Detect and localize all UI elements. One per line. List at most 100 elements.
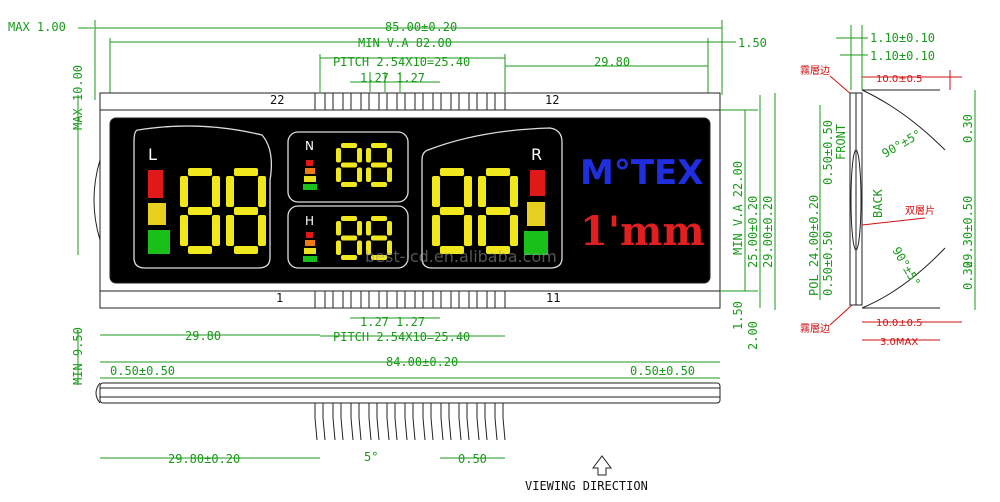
right-label: R <box>531 145 542 164</box>
segment <box>336 240 341 255</box>
side-t110a: 1.10±0.10 <box>870 31 935 45</box>
segment <box>387 221 392 236</box>
dim-max-1: MAX 1.00 <box>8 20 66 34</box>
segment <box>371 235 387 241</box>
segment <box>440 207 464 215</box>
dim-right-050: 0.50±0.50 <box>630 364 695 378</box>
side-t10b: 10.0±0.5 <box>876 318 923 329</box>
side-pin <box>440 403 452 441</box>
segment <box>440 246 464 254</box>
pin-top <box>404 92 416 111</box>
segment <box>440 168 464 176</box>
dim-min-va: MIN V.A 82.00 <box>358 36 452 50</box>
segment <box>357 167 362 182</box>
pins-top <box>314 92 506 111</box>
display-content: L R N H M°TEX 1'mm best-lcd.en.alibaba.c… <box>133 125 705 269</box>
side-pin <box>332 403 344 441</box>
pin-bottom <box>332 290 344 309</box>
pin-bottom <box>350 290 362 309</box>
segment <box>341 255 357 260</box>
segment <box>510 215 518 246</box>
segment <box>180 176 188 207</box>
segment <box>226 176 234 207</box>
pin-1-label: 1 <box>276 291 283 305</box>
segment <box>486 246 510 254</box>
segment <box>387 240 392 255</box>
segment <box>432 215 440 246</box>
segment <box>336 148 341 163</box>
dim-left-2980-bot: 29.80 <box>185 329 221 343</box>
segment <box>226 215 234 246</box>
segment <box>366 221 371 236</box>
top-dimensions: MAX 1.00 85.00±0.20 MIN V.A 82.00 1.50 P… <box>8 20 767 255</box>
pins-bottom <box>314 290 506 309</box>
pin-top <box>386 92 398 111</box>
dim-pitch-127-top: 1.27 1.27 <box>360 71 425 85</box>
side-angle-top: 90°±5° <box>880 127 925 161</box>
side-pol: POL 24.00±0.20 <box>807 195 821 296</box>
side-back: BACK <box>871 188 885 218</box>
pin-top <box>314 92 326 111</box>
h-digits <box>336 216 392 260</box>
h-panel-frame <box>287 205 409 269</box>
side-pin <box>422 403 434 441</box>
pin-top <box>332 92 344 111</box>
segment <box>357 240 362 255</box>
pin-top <box>350 92 362 111</box>
pin-bottom <box>386 290 398 309</box>
segment <box>188 246 212 254</box>
segment <box>464 176 472 207</box>
segment <box>486 168 510 176</box>
h-label: H <box>305 214 314 228</box>
dim-right-150-bot: 1.50 <box>731 301 745 330</box>
brand-mm: 1'mm <box>580 208 705 255</box>
side-pin <box>314 403 326 441</box>
dim-h-25: 25.00±0.20 <box>746 196 760 268</box>
dim-right-200-bot: 2.00 <box>746 321 760 350</box>
pin-11-label: 11 <box>546 291 560 305</box>
segment <box>212 215 220 246</box>
pin-top <box>458 92 470 111</box>
dim-pin-050: 0.50 <box>458 452 487 466</box>
side-h030b: 0.30 <box>961 261 975 290</box>
right-panel-frame <box>421 127 563 269</box>
segment <box>234 246 258 254</box>
right-bar-yellow <box>527 202 545 226</box>
pin-bottom <box>494 290 506 309</box>
segment <box>180 215 188 246</box>
viewing-direction: VIEWING DIRECTION <box>525 479 648 493</box>
dim-min-va-22: MIN V.A 22.00 <box>731 161 745 255</box>
segment <box>371 255 387 260</box>
left-bar-green <box>148 230 170 254</box>
segment <box>371 216 387 221</box>
dim-right-2980-top: 29.80 <box>594 55 630 69</box>
side-pin <box>386 403 398 441</box>
dim-bottom-2980: 29.80±0.20 <box>168 452 240 466</box>
segment <box>341 216 357 221</box>
segment <box>234 168 258 176</box>
segment <box>258 176 266 207</box>
pin-bottom <box>440 290 452 309</box>
bottom-dimensions: 29.80 1.27 1.27 PITCH 2.54X10=25.40 MIN … <box>71 315 505 385</box>
segment <box>366 148 371 163</box>
segment <box>387 148 392 163</box>
side-cn-top: 霧層边 <box>800 65 830 77</box>
side-front: FRONT <box>834 124 848 160</box>
side-pol2: 0.50±0.50 <box>821 120 835 185</box>
segment <box>366 167 371 182</box>
pin-top <box>494 92 506 111</box>
side-pin <box>350 403 362 441</box>
pin-bottom <box>368 290 380 309</box>
brand-motex: M°TEX <box>580 153 703 193</box>
dim-pitch-bot: PITCH 2.54X10=25.40 <box>333 330 470 344</box>
n-label: N <box>305 139 314 153</box>
segment <box>366 240 371 255</box>
pin-22-label: 22 <box>270 93 284 107</box>
dim-min-950: MIN 9.50 <box>71 327 85 385</box>
segment <box>371 182 387 187</box>
left-label: L <box>148 145 157 164</box>
side-pins <box>314 403 506 441</box>
side-pin <box>494 403 506 441</box>
segment <box>188 207 212 215</box>
